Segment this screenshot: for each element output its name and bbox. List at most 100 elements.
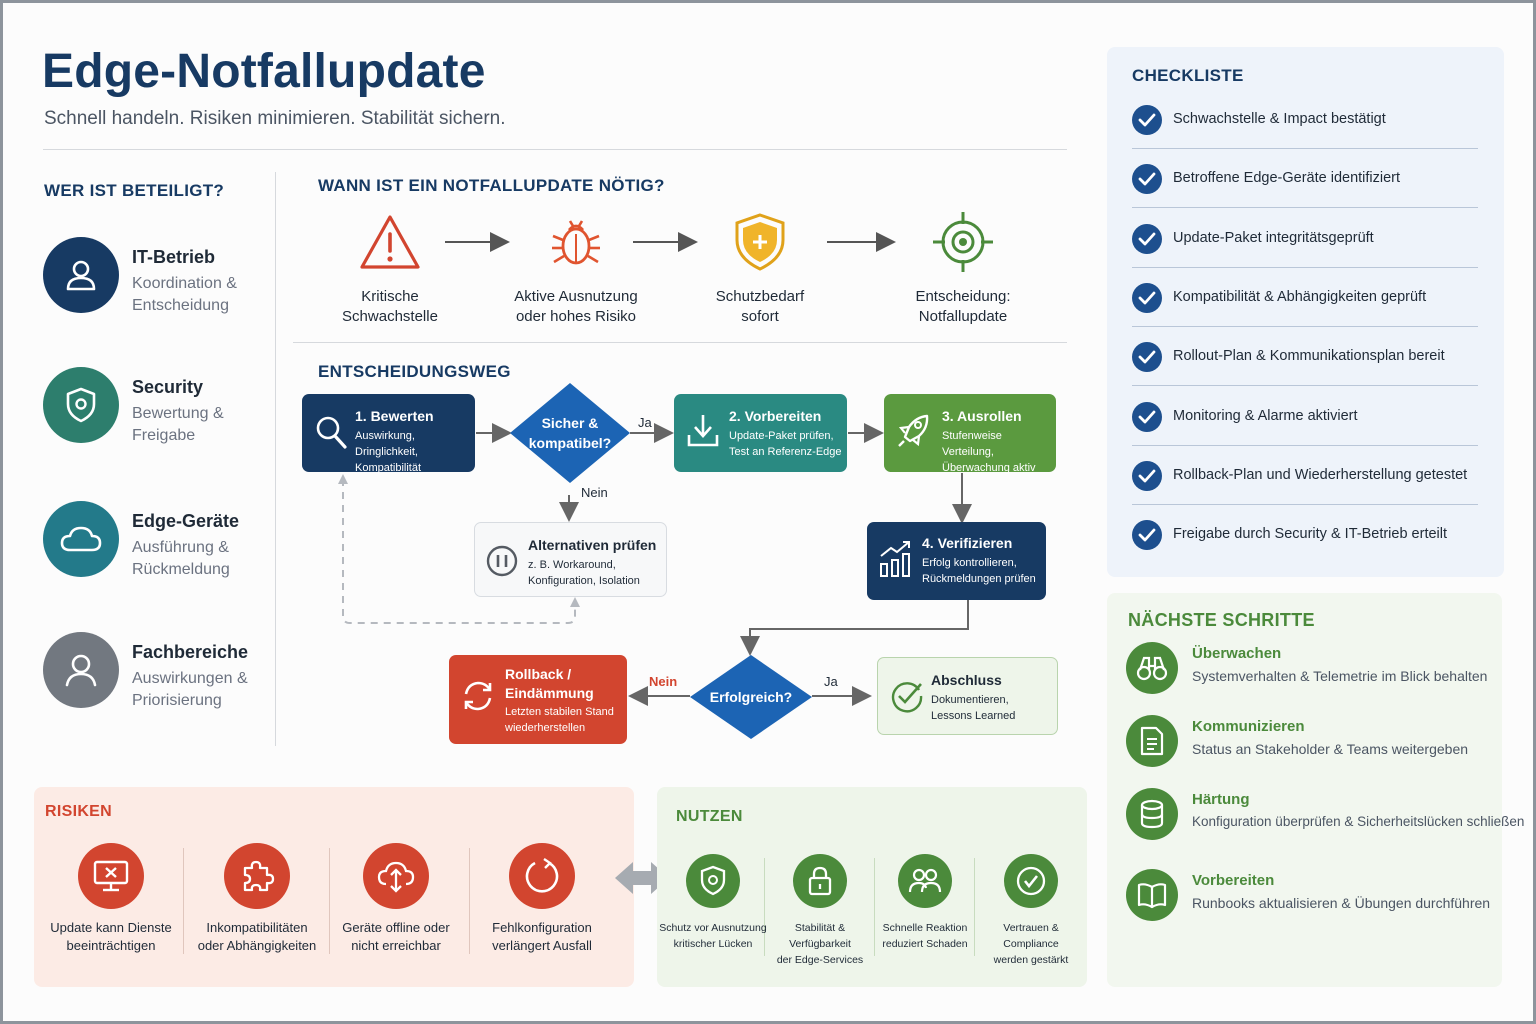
checkmark-icon [1132,164,1162,194]
checklist-item-label: Freigabe durch Security & IT-Betrieb ert… [1173,526,1448,542]
checkmark-icon [1132,402,1162,432]
when-step-label: Schutzbedarf sofort [715,288,805,325]
refresh-icon [464,681,492,711]
risk-divider [329,848,330,954]
checklist-item-label: Betroffene Edge-Geräte identifiziert [1173,170,1401,186]
next-step-haertung: Härtung Konfiguration überprüfen & Siche… [1126,788,1524,848]
book-icon [1126,869,1178,921]
checklist-item: Rollback-Plan und Wiederherstellung gete… [1132,461,1478,505]
when-step-kritische-schwachstelle: Kritische Schwachstelle [305,212,475,327]
participant-it-betrieb: IT-Betrieb Koordination & Entscheidung [43,237,273,317]
risk-inkompatibilitaeten: Inkompatibilitäten oder Abhängigkeiten [182,843,332,955]
when-step-label: Aktive Ausnutzung oder hohes Risiko [514,288,638,325]
checklist-panel [1107,47,1504,577]
participant-desc: Auswirkungen & Priorisierung [132,670,248,709]
when-step-label: Entscheidung: Notfallupdate [915,288,1011,325]
checklist-item-label: Monitoring & Alarme aktiviert [1173,408,1358,424]
benefit-label: Vertrauen & Compliance werden gestärkt [993,922,1069,966]
risk-dienste: Update kann Dienste beeinträchtigen [36,843,186,955]
benefit-label: Schnelle Reaktion reduziert Schaden [882,922,968,950]
download-icon [687,415,719,447]
next-step-desc: Runbooks aktualisieren & Übungen durchfü… [1192,895,1491,911]
checklist-divider [1132,445,1478,446]
decision-label: Sicher & kompatibel? [528,415,612,451]
benefit-divider [874,858,875,956]
participant-desc: Bewertung & Freigabe [132,405,224,444]
next-steps-heading: NÄCHSTE SCHRITTE [1128,610,1315,630]
benefit-reaktion: Schnelle Reaktion reduziert Schaden [869,854,981,952]
step-alternativen: Alternativen prüfen z. B. Workaround, Ko… [474,522,667,597]
shield-icon [43,367,119,443]
step-verifizieren: 4. Verifizieren Erfolg kontrollieren, Rü… [867,522,1046,600]
checkmark-icon [1132,520,1162,550]
target-icon [933,212,993,272]
step-title: Alternativen prüfen [528,537,657,553]
document-icon [1126,715,1178,767]
step-vorbereiten: 2. Vorbereiten Update-Paket prüfen, Test… [674,394,847,472]
circle-arrow-icon [509,843,575,909]
checklist-divider [1132,504,1478,505]
decision-heading: ENTSCHEIDUNGSWEG [318,362,511,381]
checklist-item-label: Kompatibilität & Abhängigkeiten geprüft [1173,289,1427,305]
warning-icon [360,215,420,269]
step-sub: Auswirkung, Dringlichkeit, Kompatibilitä… [355,430,422,474]
participant-name: IT-Betrieb [132,247,216,267]
benefit-vertrauen: Vertrauen & Compliance werden gestärkt [975,854,1087,968]
participant-name: Security [132,377,204,397]
rocket-icon [898,414,929,447]
step-sub: Letzten stabilen Stand wiederherstellen [505,706,614,734]
next-step-title: Überwachen [1192,645,1282,662]
risks-heading: RISIKEN [45,803,112,820]
double-arrow-icon [615,862,669,894]
checklist-item-label: Rollout-Plan & Kommunikationsplan bereit [1173,348,1445,364]
step-title: 3. Ausrollen [942,408,1022,424]
when-step-schutzbedarf: Schutzbedarf sofort [675,212,845,327]
checklist-item: Schwachstelle & Impact bestätigt [1132,105,1478,149]
step-bewerten: 1. Bewerten Auswirkung, Dringlichkeit, K… [302,394,475,474]
checklist-item: Update-Paket integritätsgeprüft [1132,224,1478,268]
cloud-icon [43,501,119,577]
flow-label-nein: Nein [649,674,678,689]
step-sub: Stufenweise Verteilung, Überwachung akti… [942,430,1036,474]
step-title: Rollback / Eindämmung [505,666,594,701]
step-sub: Dokumentieren, Lessons Learned [931,694,1016,722]
when-divider [293,342,1067,343]
risk-label: Geräte offline oder nicht erreichbar [342,920,450,953]
when-step-label: Kritische Schwachstelle [342,288,438,325]
shield-icon [686,854,740,908]
participant-name: Fachbereiche [132,642,249,662]
checklist-item: Monitoring & Alarme aktiviert [1132,402,1478,446]
step-title: 1. Bewerten [355,408,434,424]
header-divider [43,149,1067,150]
participants-divider [275,172,276,746]
checklist-divider [1132,207,1478,208]
step-sub: Erfolg kontrollieren, Rückmeldungen prüf… [922,557,1036,585]
when-arrows [445,232,896,252]
risk-offline: Geräte offline oder nicht erreichbar [321,843,471,955]
participant-desc: Koordination & Entscheidung [132,275,237,314]
next-step-title: Vorbereiten [1192,872,1275,889]
benefit-label: Stabilität & Verfügbarkeit der Edge-Serv… [776,922,864,966]
checklist-heading: CHECKLISTE [1132,66,1244,85]
step-title: Abschluss [931,672,1002,688]
step-ausrollen: 3. Ausrollen Stufenweise Verteilung, Übe… [884,394,1056,474]
risk-label: Fehlkonfiguration verlängert Ausfall [492,920,592,953]
flow-label-nein: Nein [581,485,608,500]
checkmark-icon [1132,342,1162,372]
participant-desc: Ausführung & Rückmeldung [132,539,230,578]
when-step-aktive-ausnutzung: Aktive Ausnutzung oder hohes Risiko [491,212,661,327]
chart-up-icon [880,541,910,577]
checkmark-icon [1132,105,1162,135]
checklist-divider [1132,148,1478,149]
next-step-desc: Status an Stakeholder & Teams weitergebe… [1192,741,1469,757]
checklist-divider [1132,385,1478,386]
next-step-kommunizieren: Kommunizieren Status an Stakeholder & Te… [1126,715,1506,775]
decision-connectors [338,423,972,706]
benefit-divider [974,858,975,956]
checklist-item-label: Update-Paket integritätsgeprüft [1173,230,1374,246]
next-step-title: Kommunizieren [1192,718,1305,735]
next-step-title: Härtung [1192,791,1250,808]
participant-security: Security Bewertung & Freigabe [43,367,273,447]
cloud-arrows-icon [363,843,429,909]
lock-icon [793,854,847,908]
